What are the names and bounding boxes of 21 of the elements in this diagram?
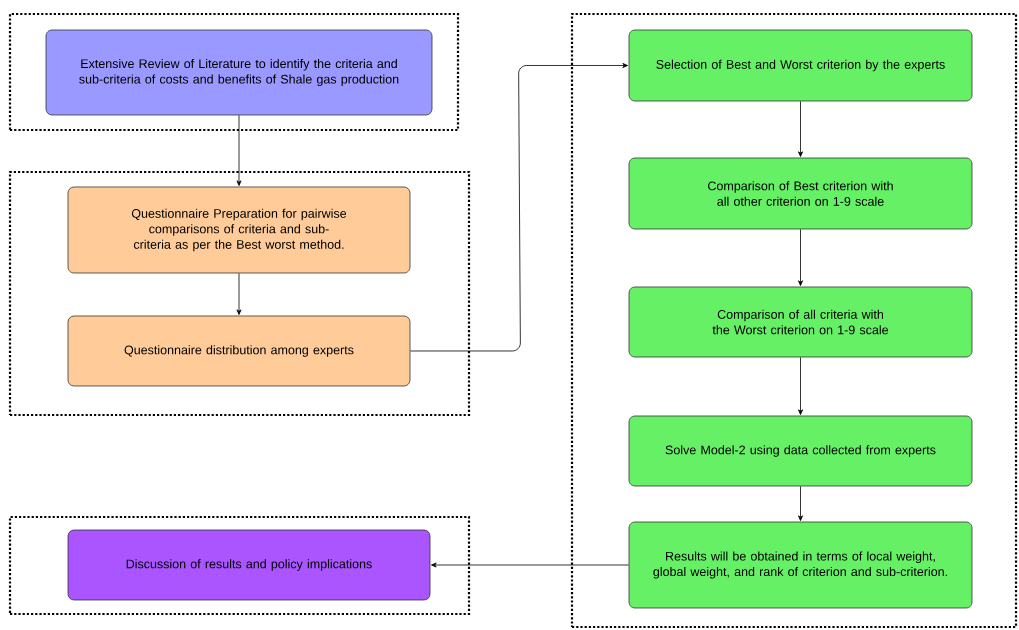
group-frame bbox=[8, 170, 471, 417]
group-frame bbox=[8, 12, 460, 132]
group-frame bbox=[570, 12, 1018, 629]
process-box: Solve Model-2 using data collected from experts bbox=[628, 415, 973, 487]
process-box: Extensive Review of Literature to identify the criteria and sub-criteria of costs and benefits of Shale gas production bbox=[45, 29, 433, 116]
process-box: Comparison of all criteria with the Worst criterion on 1-9 scale bbox=[628, 286, 973, 358]
arrow bbox=[431, 562, 629, 568]
arrow bbox=[410, 63, 628, 352]
process-box: Discussion of results and policy implications bbox=[67, 529, 431, 601]
process-box: Questionnaire Preparation for pairwise comparisons of criteria and sub-criteria as per the Best worst method. bbox=[67, 186, 411, 274]
process-box: Comparison of Best criterion with all other criterion on 1-9 scale bbox=[628, 157, 973, 230]
group-frame bbox=[8, 515, 471, 616]
process-box: Questionnaire distribution among experts bbox=[67, 315, 411, 387]
arrow bbox=[798, 101, 803, 157]
process-box: Results will be obtained in terms of local weight, global weight, and rank of criterion and sub-criterion. bbox=[628, 521, 973, 609]
arrow bbox=[798, 229, 803, 286]
arrow bbox=[236, 273, 242, 315]
process-box: Selection of Best and Worst criterion by the experts bbox=[628, 29, 973, 102]
arrow bbox=[798, 357, 803, 415]
arrow bbox=[236, 115, 242, 186]
arrow bbox=[798, 486, 803, 521]
